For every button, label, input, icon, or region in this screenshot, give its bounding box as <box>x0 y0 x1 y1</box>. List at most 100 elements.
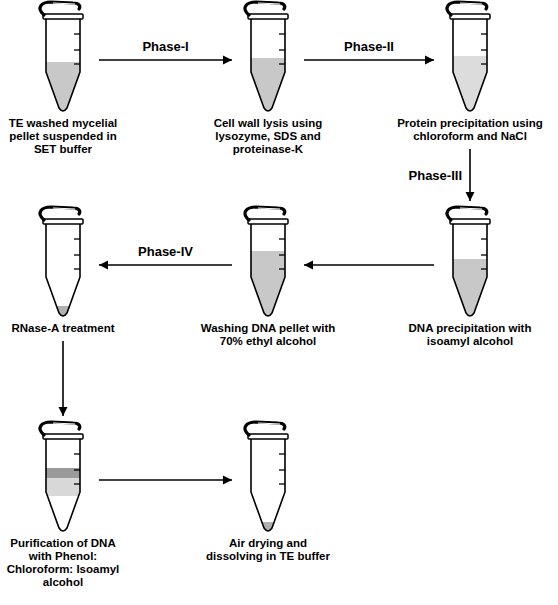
phase-label: Phase-II <box>344 39 394 54</box>
arrow-head <box>223 476 232 485</box>
arrow-line <box>99 264 232 266</box>
phase-label: Phase-I <box>142 39 188 54</box>
tube-lid-highlight <box>258 208 280 209</box>
arrow-line <box>62 341 64 416</box>
tube-body <box>251 438 285 531</box>
tube-outline <box>238 205 298 319</box>
graduation-tick <box>481 254 487 255</box>
liquid-layer <box>440 259 500 319</box>
liquid-layer <box>33 62 93 114</box>
tube-rim <box>43 14 83 19</box>
tube-lid-highlight <box>258 3 280 4</box>
tube-lid <box>245 207 285 220</box>
tube-lid <box>447 207 487 220</box>
liquid-layer <box>238 251 298 319</box>
tube-step: DNA precipitation with isoamyl alcohol <box>440 205 500 348</box>
arrow-head <box>223 56 232 65</box>
phase-label: Phase-III <box>409 168 462 183</box>
phase-label: Phase-IV <box>138 244 193 259</box>
graduation-tick <box>481 49 487 50</box>
tube-lid-highlight <box>53 423 75 424</box>
arrow-line <box>304 264 434 266</box>
graduation-tick <box>74 238 80 239</box>
graduation-tick <box>74 49 80 50</box>
graduation-tick <box>74 453 80 454</box>
flow-arrow <box>59 341 68 416</box>
graduation-tick <box>74 254 80 255</box>
tube-step: Air drying and dissolving in TE buffer <box>238 420 298 563</box>
tube-liquid <box>33 62 93 114</box>
tube-rim <box>248 219 288 224</box>
tube-rim <box>248 14 288 19</box>
tube-lid <box>245 2 285 15</box>
tube-rim <box>450 219 490 224</box>
tube-lid <box>40 207 80 220</box>
arrow-head <box>304 261 313 270</box>
tube-outline <box>238 420 298 534</box>
tube-liquid <box>33 306 93 319</box>
liquid-layer <box>33 306 93 319</box>
graduation-tick <box>74 63 80 64</box>
flow-arrow <box>99 56 232 65</box>
tube-liquid <box>238 58 298 114</box>
graduation-tick <box>74 33 80 34</box>
graduation-tick <box>481 268 487 269</box>
tube-body <box>251 18 285 111</box>
tube-liquid <box>238 522 298 534</box>
graduation-tick <box>279 238 285 239</box>
tube-step: TE washed mycelial pellet suspended in S… <box>33 0 93 156</box>
graduation-tick <box>279 33 285 34</box>
liquid-layer <box>238 58 298 114</box>
flow-arrow <box>304 261 434 270</box>
liquid-layer <box>33 478 93 496</box>
step-caption: Protein precipitation using chloroform a… <box>394 117 546 143</box>
tube-lid <box>447 2 487 15</box>
graduation-tick <box>279 268 285 269</box>
tube-step: Cell wall lysis using lysozyme, SDS and … <box>238 0 298 156</box>
tube-lid-highlight <box>53 3 75 4</box>
tube-lid-highlight <box>460 3 482 4</box>
tube-rim <box>43 219 83 224</box>
tube-outline <box>440 0 500 114</box>
graduation-tick <box>74 483 80 484</box>
tube-outline <box>33 0 93 114</box>
arrow-head <box>425 56 434 65</box>
tube-lid-highlight <box>258 423 280 424</box>
tube-outline <box>238 0 298 114</box>
tube-liquid <box>440 56 500 114</box>
liquid-layer <box>33 468 93 478</box>
flow-arrow <box>99 261 232 270</box>
tube-lid <box>245 422 285 435</box>
tube-outline <box>33 205 93 319</box>
tube-step: Purification of DNA with Phenol: Chlorof… <box>33 420 93 589</box>
tube-liquid <box>33 468 93 496</box>
tube-lid <box>40 2 80 15</box>
arrow-head <box>466 192 475 201</box>
tube-body <box>453 223 487 316</box>
tube-rim <box>450 14 490 19</box>
tube-outline <box>440 205 500 319</box>
graduation-tick <box>279 49 285 50</box>
arrow-line <box>99 479 232 481</box>
tube-lid-highlight <box>460 208 482 209</box>
arrow-line <box>99 59 232 61</box>
tube-lid-highlight <box>53 208 75 209</box>
tube-rim <box>248 434 288 439</box>
step-caption: Cell wall lysis using lysozyme, SDS and … <box>186 117 351 156</box>
graduation-tick <box>481 33 487 34</box>
graduation-tick <box>481 63 487 64</box>
tube-liquid <box>238 251 298 319</box>
tube-rim <box>43 434 83 439</box>
graduation-tick <box>279 469 285 470</box>
flow-arrow <box>466 149 475 201</box>
tube-step: Protein precipitation using chloroform a… <box>440 0 500 143</box>
graduation-tick <box>481 238 487 239</box>
tube-body <box>251 223 285 316</box>
graduation-tick <box>279 453 285 454</box>
liquid-layer <box>238 522 298 534</box>
graduation-tick <box>279 483 285 484</box>
graduation-tick <box>74 469 80 470</box>
tube-body <box>453 18 487 111</box>
